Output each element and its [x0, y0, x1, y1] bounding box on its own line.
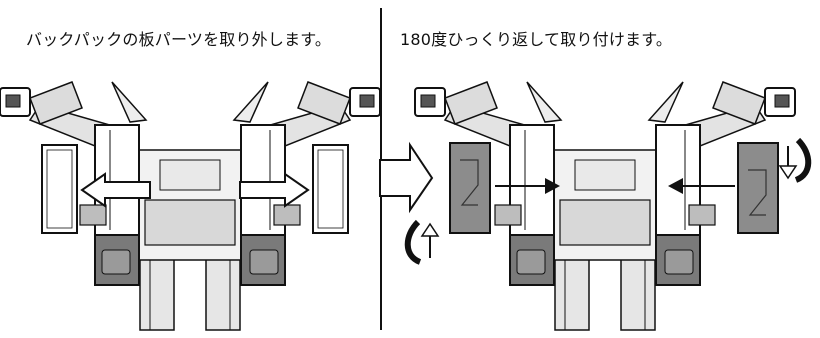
right-arrow-icon [379, 141, 434, 214]
plate-part-left [41, 144, 78, 234]
inward-arrow-icon [668, 178, 735, 194]
step-2-caption: 180度ひっくり返して取り付けます。 [400, 30, 673, 49]
step-2-figure [404, 81, 812, 331]
rotate-arrow-icon [778, 137, 812, 183]
outward-arrow-icon [239, 172, 310, 208]
plate-part-left [449, 142, 491, 234]
rotate-arrow-icon [404, 219, 440, 265]
step-1-caption: バックパックの板パーツを取り外します。 [26, 30, 332, 49]
inward-arrow-icon [495, 178, 560, 194]
step-1-figure [0, 81, 381, 331]
outward-arrow-icon [80, 172, 151, 208]
plate-part-right [312, 144, 349, 234]
plate-part-right [737, 142, 779, 234]
